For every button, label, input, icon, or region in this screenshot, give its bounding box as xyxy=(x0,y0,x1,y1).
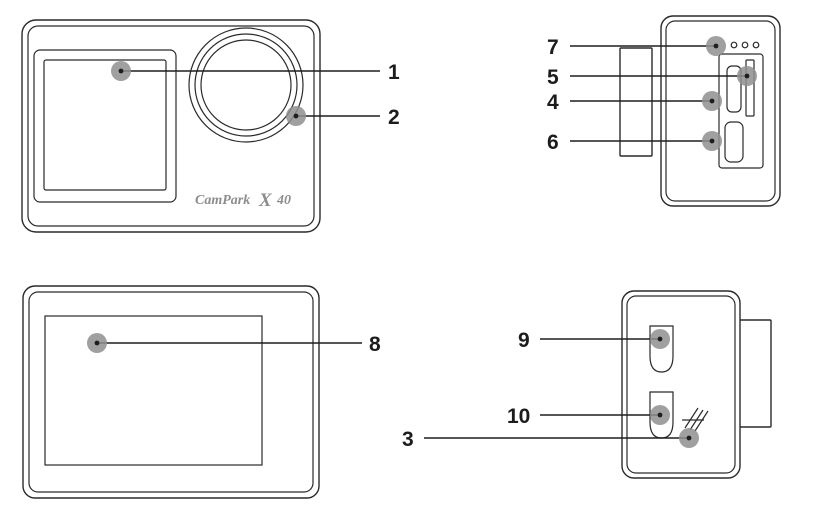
camera-back-view xyxy=(22,285,320,499)
marker-8 xyxy=(87,333,107,353)
front-screen xyxy=(43,59,167,191)
hdmi-port xyxy=(724,121,744,163)
usb-port xyxy=(726,65,742,113)
callout-label-5: 5 xyxy=(547,66,559,89)
callout-label-8: 8 xyxy=(369,333,381,356)
marker-1 xyxy=(111,61,131,81)
brand-name: CamPark xyxy=(195,193,250,208)
marker-5 xyxy=(737,66,757,86)
marker-3 xyxy=(679,428,699,448)
callout-label-7: 7 xyxy=(547,36,559,59)
marker-10 xyxy=(650,405,670,425)
marker-2 xyxy=(286,106,306,126)
port-cover xyxy=(718,53,764,169)
brand-logo: CamPark X 40 xyxy=(195,190,291,211)
rear-touchscreen xyxy=(44,315,263,466)
lens-icon xyxy=(188,27,304,143)
callout-label-1: 1 xyxy=(388,61,400,84)
callout-markers xyxy=(87,36,757,448)
callout-label-9: 9 xyxy=(518,329,530,352)
callout-label-10: 10 xyxy=(507,405,530,428)
marker-9 xyxy=(650,329,670,349)
speaker-grille-icon xyxy=(682,407,709,432)
camera-front-view: CamPark X 40 xyxy=(21,19,321,233)
callout-labels: 1 2 3 4 5 6 7 8 9 10 xyxy=(369,36,559,451)
power-button xyxy=(649,325,674,373)
callout-lines xyxy=(97,45,747,439)
callout-label-4: 4 xyxy=(547,91,559,114)
brand-model-mark: X xyxy=(258,190,273,211)
callout-label-2: 2 xyxy=(388,106,400,129)
front-screen-bezel xyxy=(33,49,177,203)
side-lens-protrusion xyxy=(619,47,653,157)
callout-label-6: 6 xyxy=(547,131,559,154)
camera-top-view xyxy=(621,290,772,479)
brand-model-number: 40 xyxy=(276,193,291,208)
top-lens-protrusion xyxy=(736,319,772,428)
marker-6 xyxy=(702,131,722,151)
callout-label-3: 3 xyxy=(402,428,414,451)
indicator-lights xyxy=(730,41,760,49)
sd-card-slot xyxy=(745,59,755,117)
camera-side-view xyxy=(619,15,781,207)
marker-4 xyxy=(702,91,722,111)
marker-7 xyxy=(706,36,726,56)
